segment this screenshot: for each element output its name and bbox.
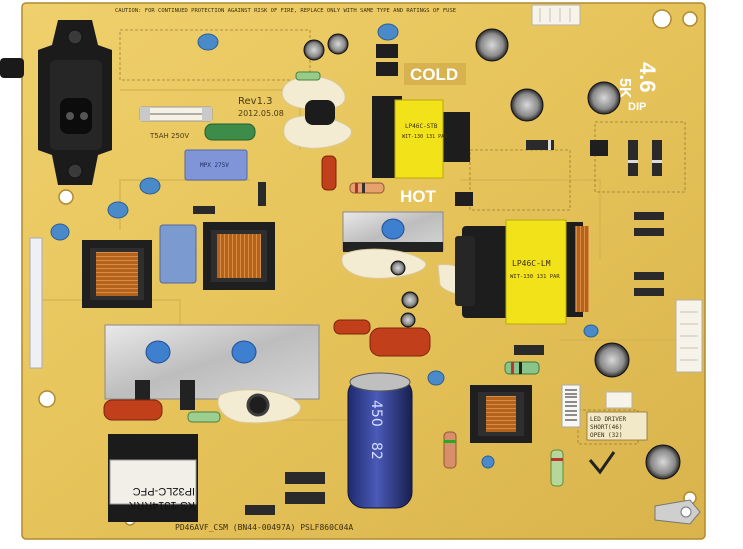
pfc-ic-module: IP32LC-PFC KS-1314RRK xyxy=(108,434,198,522)
led-driver-panel xyxy=(586,411,648,441)
pfc-inductor xyxy=(470,385,532,443)
ac-inlet-connector xyxy=(0,20,112,185)
bulk-capacitor: 450 82 xyxy=(347,372,413,509)
transformer-label: LP46C-LM xyxy=(512,259,551,268)
transformer-label: LP46C-STB xyxy=(405,123,438,130)
barcode-sticker xyxy=(561,384,581,428)
voltage-label: 4.6 xyxy=(635,62,660,93)
check-mark xyxy=(588,451,616,475)
transformer-label: WIT-130 131 PAR xyxy=(402,134,448,140)
led-panel-line: LED DRIVER xyxy=(590,416,627,423)
transformer-label: WIT-130 131 PAR xyxy=(510,274,560,280)
revision-label: Rev1.3 xyxy=(238,96,272,107)
cap-marking: 82 xyxy=(368,442,384,460)
led-panel-line: OPEN (32) xyxy=(590,432,623,439)
connector xyxy=(531,4,703,409)
fuse-rating-label: T5AH 250V xyxy=(149,132,189,140)
transistor xyxy=(376,44,608,206)
film-capacitor: MPX 275V xyxy=(184,149,248,181)
cap-marking: 450 xyxy=(368,400,384,427)
warning-text: CAUTION: FOR CONTINUED PROTECTION AGAINS… xyxy=(115,8,456,14)
heatsink xyxy=(342,211,444,252)
film-capacitor xyxy=(159,224,197,284)
ground-lug xyxy=(654,499,701,525)
board-code-label: PD46AVF_CSM (BN44-00497A) PSLF860C04A xyxy=(175,523,353,532)
diode xyxy=(193,140,664,515)
date-label: 2012.05.08 xyxy=(238,109,284,118)
common-mode-choke xyxy=(82,240,152,308)
main-transformer: LP46C-LM WIT-130 131 PAR xyxy=(455,219,589,325)
dip-label: DIP xyxy=(628,101,646,113)
heatsink xyxy=(104,324,320,410)
cold-zone-label: COLD xyxy=(410,65,458,84)
toroid xyxy=(246,393,270,417)
electrolytic-capacitor xyxy=(303,28,681,480)
inductor xyxy=(305,100,335,125)
serial-sticker xyxy=(29,237,43,369)
sticker-line: IP32LC-PFC xyxy=(133,485,195,497)
common-mode-choke xyxy=(203,222,275,290)
svg-text:MPX 275V: MPX 275V xyxy=(200,162,229,169)
cold-zone-plate xyxy=(404,63,466,85)
resistor xyxy=(187,71,564,487)
x-capacitor xyxy=(204,123,256,141)
led-panel-line: SHORT(46) xyxy=(590,424,623,431)
voltage-sub-label: 5K xyxy=(616,78,633,99)
standby-transformer: LP46C-STB WIT-130 131 PAR xyxy=(372,96,470,179)
sticker-line: KS-1314RRK xyxy=(128,499,195,511)
hot-zone-label: HOT xyxy=(400,187,437,206)
fuse xyxy=(139,106,213,122)
film-capacitor xyxy=(103,155,431,421)
